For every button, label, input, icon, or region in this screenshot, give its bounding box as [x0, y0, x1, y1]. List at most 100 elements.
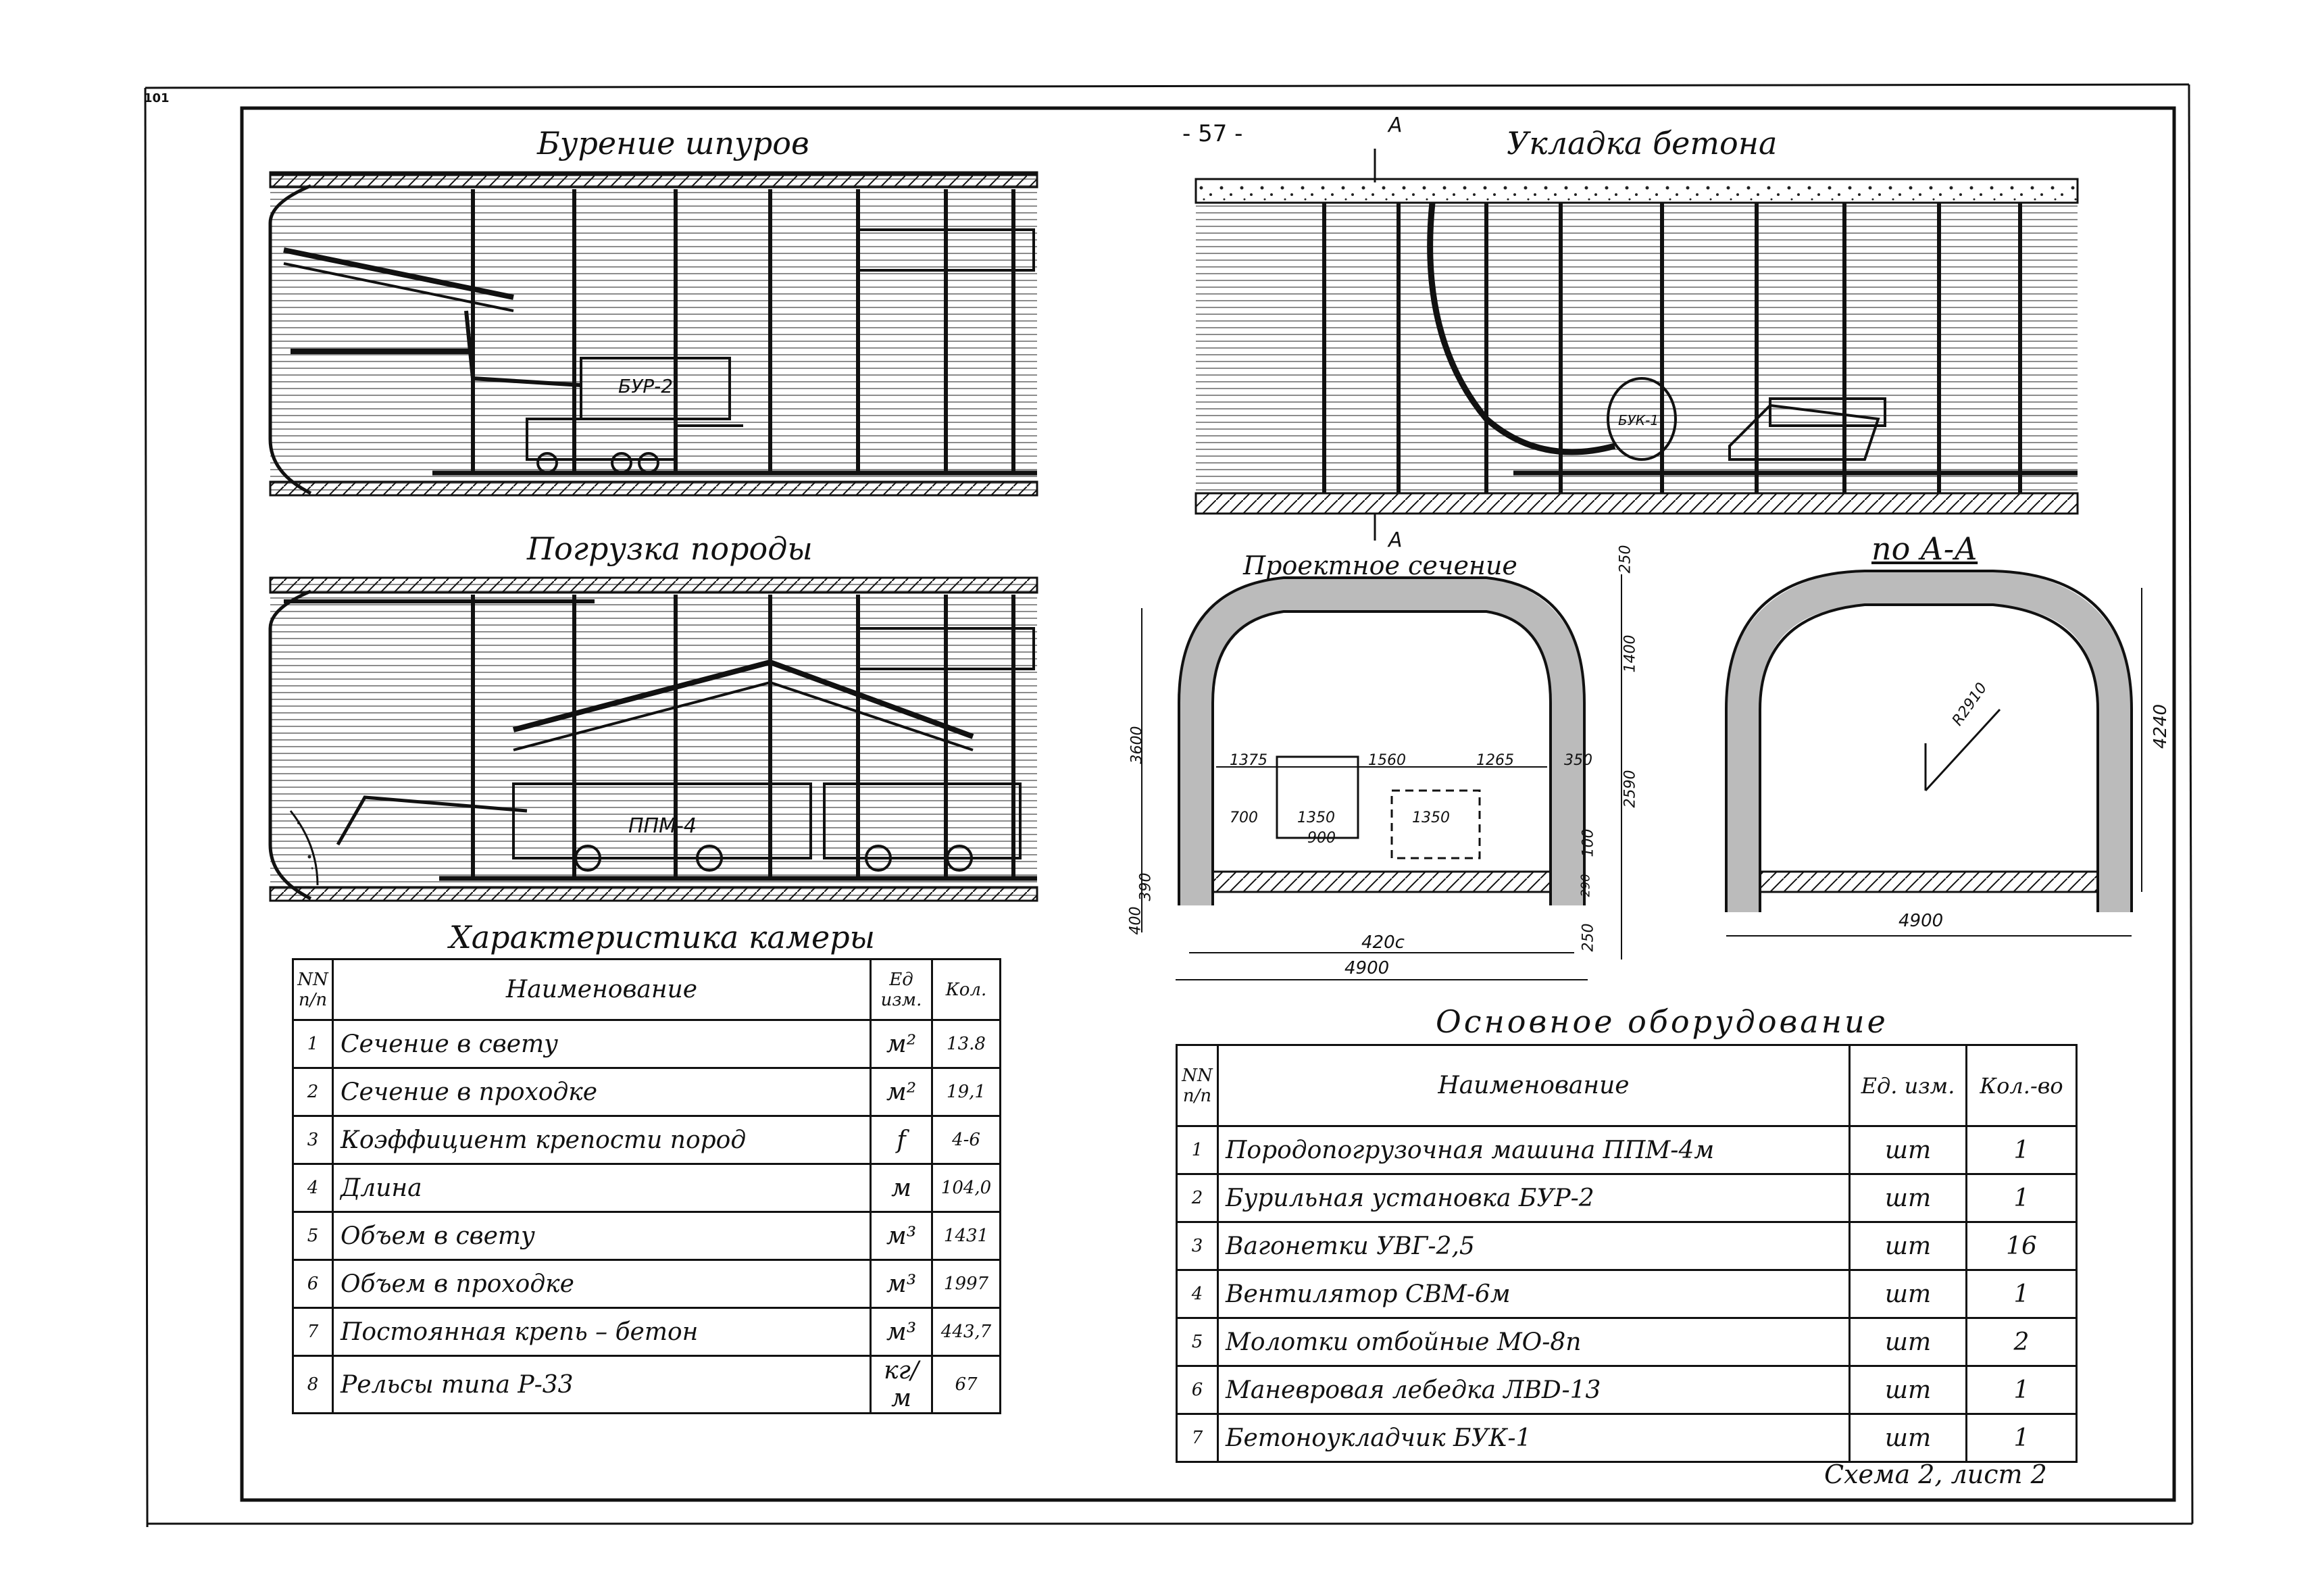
row-name: Вагонетки УВГ-2,5: [1217, 1221, 1851, 1271]
row-name: Породопогрузочная машина ППМ-4м: [1217, 1125, 1851, 1175]
dim-1375: 1375: [1230, 752, 1267, 769]
dim-1400: 1400: [1621, 634, 1639, 673]
row-qty: 2: [1965, 1317, 2078, 1367]
row-unit: шт: [1848, 1413, 1967, 1463]
row-name: Рельсы типа Р-33: [332, 1355, 872, 1414]
equipment-header-unit: Ед. изм.: [1848, 1044, 1967, 1127]
row-qty: 1431: [931, 1211, 1001, 1261]
row-name: Сечение в проходке: [332, 1067, 872, 1117]
row-qty: 1: [1965, 1269, 2078, 1319]
drilling-tunnel-drawing: [268, 171, 1038, 497]
row-index: 2: [1176, 1173, 1219, 1223]
row-qty: 1997: [931, 1259, 1001, 1309]
design-section-title: Проектное сечение: [1243, 551, 1517, 580]
row-qty: 1: [1965, 1413, 2078, 1463]
chamber-char-title: Характеристика камеры: [449, 919, 876, 955]
drilling-title: Бурение шпуров: [537, 125, 809, 161]
equipment-header-nn: NN п/п: [1176, 1044, 1219, 1127]
row-unit: f: [870, 1115, 933, 1165]
row-unit: м²: [870, 1067, 933, 1117]
row-name: Коэффициент крепости пород: [332, 1115, 872, 1165]
row-index: 2: [292, 1067, 334, 1117]
dim-2590: 2590: [1621, 770, 1639, 808]
table-row: 6 Маневровая лебедка ЛВD-13 шт 1: [1176, 1365, 2078, 1415]
row-qty: 1: [1965, 1365, 2078, 1415]
dim-250-top: 250: [1617, 545, 1634, 574]
row-index: 5: [292, 1211, 334, 1261]
row-index: 7: [292, 1307, 334, 1357]
row-name: Сечение в свету: [332, 1019, 872, 1069]
table-row: 2 Сечение в проходке м² 19,1: [292, 1067, 1001, 1117]
dim-350: 350: [1564, 752, 1592, 769]
row-qty: 443,7: [931, 1307, 1001, 1357]
row-index: 7: [1176, 1413, 1219, 1463]
dim-100: 100: [1580, 828, 1597, 857]
row-name: Постоянная крепь – бетон: [332, 1307, 872, 1357]
table-row: 4 Длина м 104,0: [292, 1163, 1001, 1213]
row-name: Длина: [332, 1163, 872, 1213]
table-row: 5 Молотки отбойные МО-8п шт 2: [1176, 1317, 2078, 1367]
dim-900: 900: [1307, 830, 1336, 847]
machine-label-ppm: ППМ-4: [628, 814, 697, 838]
row-unit: шт: [1848, 1173, 1967, 1223]
row-name: Объем в свету: [332, 1211, 872, 1261]
design-section-drawing: [1141, 574, 1622, 980]
row-index: 6: [1176, 1365, 1219, 1415]
concrete-title: Укладка бетона: [1507, 125, 1778, 161]
table-row: 6 Объем в проходке м³ 1997: [292, 1259, 1001, 1309]
row-unit: шт: [1848, 1365, 1967, 1415]
row-index: 1: [292, 1019, 334, 1069]
row-qty: 104,0: [931, 1163, 1001, 1213]
chamber-header-nn: NN п/п: [292, 958, 334, 1021]
chamber-header-unit: Ед изм.: [870, 958, 933, 1021]
dim-4900-design: 4900: [1344, 958, 1390, 978]
row-unit: шт: [1848, 1317, 1967, 1367]
row-index: 3: [1176, 1221, 1219, 1271]
equipment-header-qty: Кол.-во: [1965, 1044, 2078, 1127]
row-index: 1: [1176, 1125, 1219, 1175]
dim-4900-aa: 4900: [1898, 911, 1944, 931]
row-unit: м³: [870, 1307, 933, 1357]
row-index: 4: [1176, 1269, 1219, 1319]
table-row: 3 Коэффициент крепости пород f 4-6: [292, 1115, 1001, 1165]
row-qty: 1: [1965, 1173, 2078, 1223]
dim-4200: 420с: [1361, 932, 1405, 953]
dim-400: 400: [1127, 906, 1145, 935]
row-index: 3: [292, 1115, 334, 1165]
dim-390: 390: [1137, 872, 1155, 901]
loading-title: Погрузка породы: [527, 530, 813, 567]
row-index: 6: [292, 1259, 334, 1309]
dim-700: 700: [1230, 809, 1258, 826]
machine-label-bur: БУР-2: [618, 375, 674, 397]
row-qty: 16: [1965, 1221, 2078, 1271]
chamber-characteristics-table: NN п/п Наименование Ед изм. Кол. 1 Сечен…: [292, 958, 1001, 1414]
row-index: 5: [1176, 1317, 1219, 1367]
table-row: 4 Вентилятор СВМ-6м шт 1: [1176, 1269, 2078, 1319]
row-qty: 19,1: [931, 1067, 1001, 1117]
corner-mark: 101: [144, 91, 170, 105]
row-unit: м²: [870, 1019, 933, 1069]
row-qty: 67: [931, 1355, 1001, 1414]
dim-250-bottom: 250: [1580, 923, 1597, 952]
dim-4240: 4240: [2150, 703, 2171, 749]
dim-290: 290: [1578, 874, 1593, 897]
row-unit: кг/м: [870, 1355, 933, 1414]
row-qty: 13.8: [931, 1019, 1001, 1069]
row-name: Бетоноукладчик БУК-1: [1217, 1413, 1851, 1463]
machine-label-buk: БУК-1: [1618, 412, 1659, 428]
table-row: 3 Вагонетки УВГ-2,5 шт 16: [1176, 1221, 2078, 1271]
row-unit: шт: [1848, 1221, 1967, 1271]
row-unit: м³: [870, 1259, 933, 1309]
dim-3600: 3600: [1128, 726, 1146, 764]
row-unit: шт: [1848, 1125, 1967, 1175]
row-name: Объем в проходке: [332, 1259, 872, 1309]
row-qty: 4-6: [931, 1115, 1001, 1165]
equipment-table: NN п/п Наименование Ед. изм. Кол.-во 1 П…: [1176, 1044, 2078, 1463]
row-index: 4: [292, 1163, 334, 1213]
equipment-header-name: Наименование: [1217, 1044, 1851, 1127]
loading-tunnel-drawing: [268, 576, 1038, 902]
row-name: Маневровая лебедка ЛВD-13: [1217, 1365, 1851, 1415]
dim-1350a: 1350: [1297, 809, 1335, 826]
row-unit: шт: [1848, 1269, 1967, 1319]
